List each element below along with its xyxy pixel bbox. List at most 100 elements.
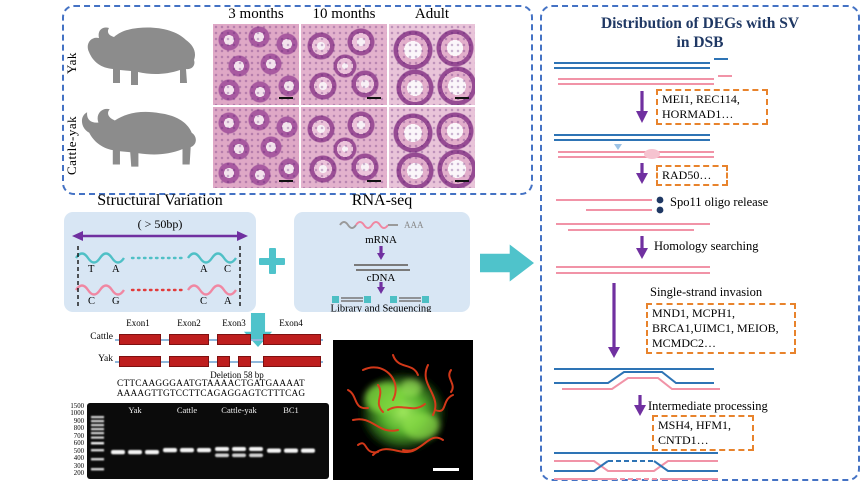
step-arrow-icon [608,283,620,358]
yak-exon3-right [238,356,251,367]
gel-lane-label: Cattle-yak [221,405,257,415]
spo11-oligo-dot [656,196,664,204]
deg-box-intermediate: MSH4, HFM1, CNTD1… [652,415,754,451]
library-construct-icon [332,296,429,303]
ladder-label: 700 [73,432,84,440]
gene-model-diagram: Exon1 Exon2 Exon3 Exon4 Cattle Yak Delet… [85,318,337,404]
poly-a-label: AAA [404,220,424,230]
sequence-line-1: CTTCAAGGGAATGTAAAACTGATGAAAAT [117,379,305,389]
yak-exon4 [263,356,321,367]
cdna-label: cDNA [367,272,396,284]
step-arrow-icon [636,163,648,184]
step-label-homology: Homology searching [654,239,759,253]
blue-dna-pair [554,58,728,69]
down-arrow-icon [377,282,385,294]
dsb-pathway-diagram [554,58,732,480]
pink-dna-pair [558,151,714,158]
red-chromosome-axes [347,354,454,456]
sv-range-arrow-icon [72,231,248,241]
cattle-exon2 [169,334,209,345]
step-label-spo11: Spo11 oligo release [670,195,769,209]
single-strand-pair [556,266,710,274]
gel-bands [91,416,315,471]
down-arrow-icon [377,246,385,260]
sv-section-title: Structural Variation [97,192,223,209]
gel-lane-label: Yak [128,405,142,415]
species-label-yak: Yak [98,354,113,364]
mrna-wave-icon [339,221,398,229]
sv-base: C [200,296,207,307]
step-label-invasion: Single-strand invasion [650,285,763,299]
mrna-label: mRNA [365,234,397,246]
sv-breakpoint-brackets [77,246,241,307]
broken-strands [556,199,652,211]
step-arrow-icon [636,91,648,123]
histology-yak-10-months [301,24,387,105]
sv-base: A [224,296,232,307]
gel-lane-label: Cattle [177,405,198,415]
scale-bar [433,468,459,471]
deletion-label: Deletion 58 bp [210,370,264,380]
ladder-label: 1000 [70,410,84,418]
sv-base: T [88,264,95,275]
ladder-label: 900 [73,417,84,425]
histology-cattle-yak-3-months [213,107,299,188]
sv-base: C [88,296,95,307]
ladder-label: 1500 [70,403,84,410]
rnaseq-box [294,212,470,312]
dsb-site-blob [644,149,660,159]
histology-yak-3-months [213,24,299,105]
dsb-panel-title-line1: Distribution of DEGs with SV [600,15,800,32]
pink-dna-pair [558,75,732,85]
sv-base: A [112,264,120,275]
exon-label: Exon4 [279,318,303,328]
yak-silhouette-icon [87,27,196,85]
ladder-label: 500 [73,447,84,455]
histology-cattle-yak-10-months [301,107,387,188]
deg-box-resection: RAD50… [656,165,728,186]
deg-box-invasion: MND1, MCPH1, BRCA1,UIMC1, MEIOB, MCMDC2… [646,303,796,354]
cattle-yak-silhouette-icon [81,108,196,167]
col-header-10-months: 10 months [312,6,376,22]
deg-box-dsb-formation: MEI1, REC114, HORMAD1… [656,89,768,125]
ladder-label: 200 [73,470,84,478]
rnaseq-workflow-diagram: AAA mRNA cDNA Library and Sequencing [331,220,433,313]
yak-exon2 [169,356,209,367]
dsb-pathway-panel: Distribution of DEGs with SV in DSB [540,5,860,481]
green-signal [357,369,449,455]
library-label: Library and Sequencing [331,304,433,313]
dsb-marker-triangle [614,144,622,150]
chromosome-spread-fluorescence-image [333,340,473,480]
sequence-line-2: AAAAGTTGTCCTTCAGAGGAGTCTTTCAG [116,389,306,399]
cdna-lines-icon [354,264,410,271]
dsb-panel-title-line2: in DSB [676,34,724,51]
spo11-oligo-dot [656,206,664,214]
species-label-cattle: Cattle [90,332,113,342]
strand-invasion-structure [554,368,720,390]
exon-label: Exon1 [126,318,150,328]
step-arrow-icon [634,395,646,416]
gel-electrophoresis-image: Yak Cattle Cattle-yak BC1 [87,403,329,479]
holliday-junction-structure [554,452,718,480]
exon-label: Exon2 [177,318,201,328]
sv-base: C [224,264,231,275]
ladder-label: 600 [73,440,84,448]
step-label-intermediate: Intermediate processing [648,399,768,413]
step-arrow-icon [636,236,648,259]
ladder-label: 800 [73,425,84,433]
plus-icon [259,248,285,274]
gel-lane-label: BC1 [283,405,299,415]
yak-exon3-left [217,356,230,367]
gel-ladder-labels: 1500 1000 900 800 700 600 500 400 300 20… [54,403,84,478]
rnaseq-section-title: RNA-seq [351,192,413,209]
sv-bottom-strand [75,284,237,296]
sv-top-strand [75,252,237,264]
blue-dna-pair [554,134,710,141]
yak-exon1 [119,356,161,367]
sv-base: G [112,296,120,307]
sv-dna-diagram: ( > 50bp) T A A C C G C A [72,217,248,307]
resected-strands [556,223,710,231]
ladder-label: 300 [73,462,84,470]
cattle-exon3 [217,334,251,345]
